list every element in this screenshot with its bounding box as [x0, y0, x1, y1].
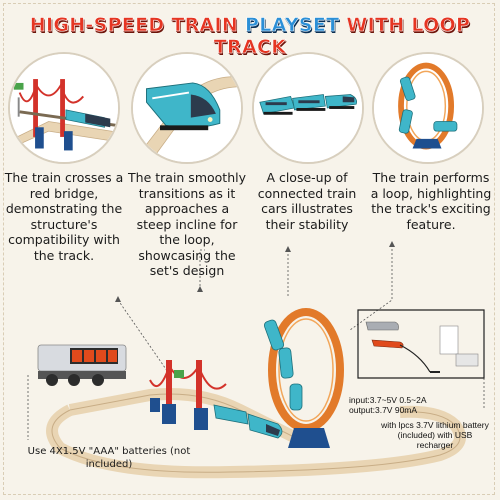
caption-bridge: The train crosses a red bridge, demonstr… [4, 170, 124, 263]
loop-closeup-image [372, 52, 484, 164]
title-part-2: PLAYSET [245, 14, 340, 37]
pointer-heads [115, 241, 395, 302]
charger-output-spec: output:3.7V 90mA [349, 405, 418, 415]
title-part-1: HIGH-SPEED TRAIN [29, 14, 246, 37]
bridge-closeup-image [8, 52, 120, 164]
battery-car-illustration [37, 344, 127, 386]
caption-loop: The train performs a loop, highlighting … [370, 170, 492, 232]
pointer-lines [27, 245, 485, 440]
charger-input-spec: input:3.7~5V 0.5~2A [349, 395, 427, 405]
page-title: HIGH-SPEED TRAIN PLAYSET WITH LOOP TRACK [0, 14, 500, 59]
connected-cars-image [252, 52, 364, 164]
incline-closeup-image [131, 52, 243, 164]
dashed-frame [3, 3, 495, 495]
charger-illustration [357, 309, 485, 379]
aaa-battery-note: Use 4X1.5V "AAA" batteries (not included… [27, 446, 191, 470]
caption-connected-cars: A close-up of connected train cars illus… [257, 170, 357, 232]
title-part-3: WITH LOOP TRACK [213, 14, 471, 59]
caption-incline: The train smoothly transitions as it app… [128, 170, 246, 278]
lithium-battery-note: with lpcs 3.7V lithium battery (included… [381, 420, 489, 450]
